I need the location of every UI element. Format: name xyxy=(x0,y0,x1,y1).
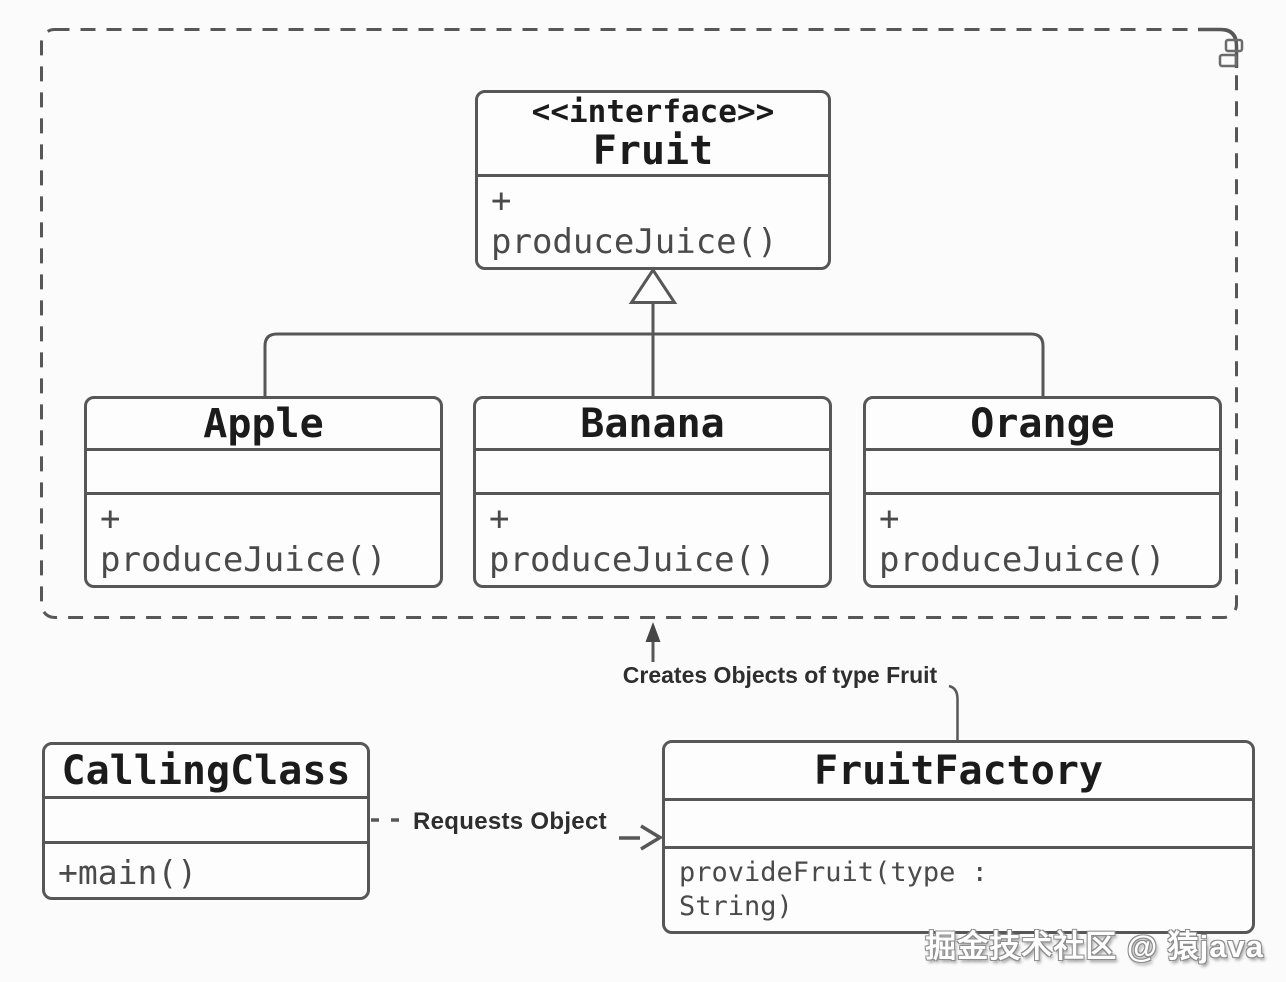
watermark-text: 掘金技术社区 @ 猿java xyxy=(925,929,1264,964)
fruit-interface-header: <<interface>> Fruit xyxy=(478,93,828,177)
package-boundary-border xyxy=(40,28,1238,619)
collapse-icon xyxy=(1218,38,1244,68)
orange-header: Orange xyxy=(866,399,1219,452)
class-box-banana: Banana + produceJuice() xyxy=(473,396,832,588)
fruitfactory-method-line2: String) xyxy=(679,891,793,922)
callingclass-method-name: +main() xyxy=(58,853,198,892)
fruit-methods-section: + produceJuice() xyxy=(478,177,828,267)
fruitfactory-class-name: FruitFactory xyxy=(814,747,1103,794)
banana-methods-section: + produceJuice() xyxy=(476,495,829,585)
fruit-method-visibility: + xyxy=(491,181,512,221)
banana-header: Banana xyxy=(476,399,829,452)
orange-attributes-section xyxy=(866,451,1219,495)
banana-attributes-section xyxy=(476,451,829,495)
creates-label-connector xyxy=(948,684,959,740)
callingclass-attributes-section xyxy=(45,799,367,844)
apple-method-name: produceJuice() xyxy=(100,540,387,580)
fruitfactory-attributes-section xyxy=(665,801,1252,849)
class-box-fruitfactory: FruitFactory provideFruit(type : String) xyxy=(662,740,1255,934)
orange-method-name: produceJuice() xyxy=(879,540,1166,580)
fruit-stereotype-label: <<interface>> xyxy=(531,94,775,131)
banana-method-name: produceJuice() xyxy=(489,540,776,580)
creates-arrow-head xyxy=(645,622,661,642)
banana-method-visibility: + xyxy=(489,499,510,539)
orange-class-name: Orange xyxy=(970,400,1115,447)
requests-arrow-head xyxy=(640,824,664,851)
callingclass-methods-section: +main() xyxy=(45,844,367,897)
callingclass-class-name: CallingClass xyxy=(61,747,351,794)
fruit-method-name: produceJuice() xyxy=(491,222,778,262)
apple-header: Apple xyxy=(87,399,440,452)
callingclass-header: CallingClass xyxy=(45,745,367,800)
fruit-class-name: Fruit xyxy=(592,127,714,174)
banana-class-name: Banana xyxy=(580,400,725,447)
package-corner xyxy=(1198,27,1239,68)
orange-method-visibility: + xyxy=(879,499,900,539)
class-box-orange: Orange + produceJuice() xyxy=(863,396,1222,588)
class-box-fruit-interface: <<interface>> Fruit + produceJuice() xyxy=(475,90,831,270)
inheritance-triangle xyxy=(628,267,678,304)
apple-methods-section: + produceJuice() xyxy=(87,495,440,585)
fruitfactory-header: FruitFactory xyxy=(665,743,1252,802)
requests-object-label: Requests Object xyxy=(413,808,607,835)
collapse-icon-bottom xyxy=(1218,53,1238,68)
fruitfactory-method-line1: provideFruit(type : xyxy=(679,857,988,888)
class-box-apple: Apple + produceJuice() xyxy=(84,396,443,588)
inheritance-connector-line xyxy=(263,302,1045,398)
class-box-callingclass: CallingClass +main() xyxy=(42,742,370,900)
orange-methods-section: + produceJuice() xyxy=(866,495,1219,585)
apple-method-visibility: + xyxy=(100,499,121,539)
apple-class-name: Apple xyxy=(203,400,324,447)
creates-objects-label: Creates Objects of type Fruit xyxy=(622,662,938,688)
apple-attributes-section xyxy=(87,451,440,495)
collapse-icon-top xyxy=(1224,38,1244,53)
fruitfactory-methods-section: provideFruit(type : String) xyxy=(665,849,1252,931)
